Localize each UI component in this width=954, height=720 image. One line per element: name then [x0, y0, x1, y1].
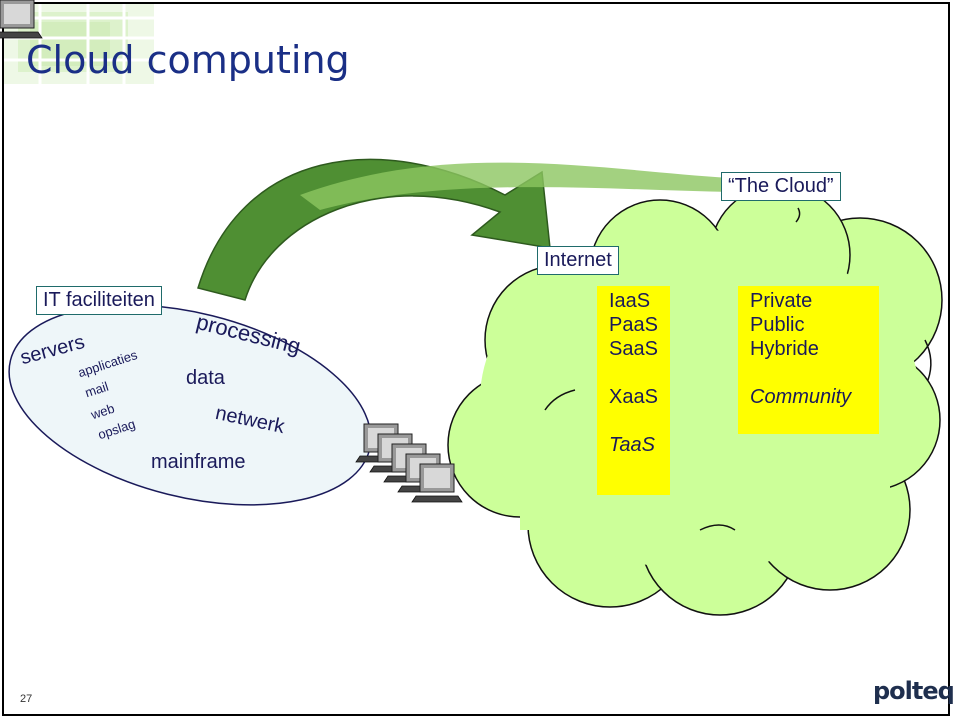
service-model-paas: PaaS — [609, 314, 658, 336]
service-models-box: IaaS PaaS SaaS XaaS TaaS — [597, 286, 670, 495]
service-model-iaas: IaaS — [609, 290, 651, 312]
it-facilities-label: IT faciliteiten — [36, 286, 162, 315]
service-model-taas: TaaS — [609, 434, 655, 456]
deployment-model-public: Public — [750, 314, 805, 336]
curved-arrow — [197, 158, 551, 301]
computer-stack-icon — [0, 0, 463, 503]
page-number: 27 — [20, 693, 33, 705]
deployment-model-community: Community — [750, 386, 852, 408]
data-text: data — [186, 367, 225, 389]
title-decoration — [4, 4, 154, 84]
internet-label: Internet — [537, 246, 619, 275]
polteq-logo: polteq — [873, 677, 954, 705]
the-cloud-label: “The Cloud” — [721, 172, 841, 201]
deployment-model-hybride: Hybride — [750, 338, 819, 360]
deployment-model-private: Private — [750, 290, 813, 312]
slide-title: Cloud computing — [26, 38, 350, 82]
deployment-models-box: Private Public Hybride Community — [738, 286, 879, 434]
arrow-stream — [300, 162, 734, 210]
service-model-xaas: XaaS — [609, 386, 658, 408]
mainframe-text: mainframe — [151, 451, 246, 473]
service-model-saas: SaaS — [609, 338, 658, 360]
cloud-shape — [447, 184, 943, 616]
